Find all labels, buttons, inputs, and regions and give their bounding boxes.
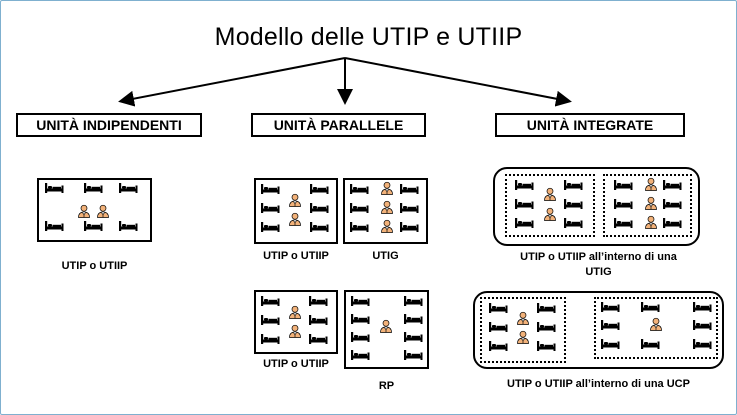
caption-parallel-bottom-left: UTIP o UTIIP: [263, 358, 329, 370]
nurse-icon: [517, 311, 529, 325]
hospital-bed-icon: [350, 203, 369, 213]
hospital-bed-icon: [515, 199, 534, 209]
hospital-bed-icon: [400, 184, 419, 194]
subunit-integrated-utig-left: [505, 174, 595, 237]
hospital-bed-icon: [614, 218, 633, 228]
hospital-bed-icon: [564, 218, 583, 228]
caption-integrated-utig: UTIP o UTIIP all’interno di una UTIG: [473, 250, 724, 280]
hospital-bed-icon: [309, 334, 328, 344]
hospital-bed-icon: [614, 199, 633, 209]
hospital-bed-icon: [119, 221, 138, 231]
nurse-icon: [381, 219, 393, 233]
hospital-bed-icon: [261, 203, 280, 213]
hospital-bed-icon: [84, 221, 103, 231]
nurse-icon: [645, 196, 657, 210]
nurse-icon: [289, 193, 301, 207]
hospital-bed-icon: [641, 339, 660, 349]
hospital-bed-icon: [45, 183, 64, 193]
hospital-bed-icon: [489, 303, 508, 313]
hospital-bed-icon: [261, 222, 280, 232]
nurse-icon: [78, 204, 90, 218]
nurse-icon: [380, 319, 392, 333]
hospital-bed-icon: [261, 296, 280, 306]
caption-integrated-utig-line1: UTIP o UTIIP all’interno di una: [520, 251, 677, 263]
heading-parallel-units: UNITÀ PARALLELE: [251, 113, 426, 137]
nurse-icon: [645, 215, 657, 229]
subunit-integrated-utig-right: [603, 174, 692, 237]
nurse-icon: [289, 305, 301, 319]
hospital-bed-icon: [309, 296, 328, 306]
hospital-bed-icon: [693, 320, 712, 330]
hospital-bed-icon: [404, 350, 423, 360]
hospital-bed-icon: [489, 341, 508, 351]
hospital-bed-icon: [351, 350, 370, 360]
hospital-bed-icon: [663, 199, 682, 209]
hospital-bed-icon: [400, 222, 419, 232]
hospital-bed-icon: [614, 180, 633, 190]
hospital-bed-icon: [564, 199, 583, 209]
hospital-bed-icon: [261, 184, 280, 194]
ward-integrated-ucp: [473, 291, 724, 369]
hospital-bed-icon: [351, 314, 370, 324]
hospital-bed-icon: [350, 222, 369, 232]
hospital-bed-icon: [489, 322, 508, 332]
caption-integrated-utig-line2: UTIG: [585, 266, 612, 278]
heading-independent-units: UNITÀ INDIPENDENTI: [16, 113, 202, 137]
hospital-bed-icon: [693, 339, 712, 349]
nurse-icon: [381, 181, 393, 195]
nurse-icon: [289, 212, 301, 226]
caption-integrated-ucp: UTIP o UTIIP all’interno di una UCP: [507, 378, 690, 390]
hospital-bed-icon: [261, 315, 280, 325]
subunit-integrated-ucp-left: [480, 297, 566, 363]
hospital-bed-icon: [400, 203, 419, 213]
hospital-bed-icon: [310, 184, 329, 194]
caption-independent-unit: UTIP o UTIIP: [61, 260, 128, 272]
heading-integrated-units: UNITÀ INTEGRATE: [495, 113, 685, 137]
subunit-integrated-ucp-right: [594, 297, 718, 359]
hospital-bed-icon: [537, 341, 556, 351]
hospital-bed-icon: [601, 339, 620, 349]
hospital-bed-icon: [663, 218, 682, 228]
nurse-icon: [544, 187, 556, 201]
hospital-bed-icon: [84, 183, 103, 193]
hospital-bed-icon: [515, 180, 534, 190]
hospital-bed-icon: [310, 203, 329, 213]
nurse-icon: [517, 330, 529, 344]
hospital-bed-icon: [261, 334, 280, 344]
hospital-bed-icon: [693, 302, 712, 312]
hospital-bed-icon: [310, 222, 329, 232]
hospital-bed-icon: [45, 221, 64, 231]
hospital-bed-icon: [537, 303, 556, 313]
hospital-bed-icon: [641, 302, 660, 312]
nurse-icon: [544, 207, 556, 221]
nurse-icon: [97, 204, 109, 218]
diagram-title: Modello delle UTIP e UTIIP: [214, 23, 523, 51]
hospital-bed-icon: [601, 302, 620, 312]
hospital-bed-icon: [564, 180, 583, 190]
hospital-bed-icon: [404, 332, 423, 342]
nurse-icon: [650, 317, 662, 331]
caption-parallel-top-left: UTIP o UTIIP: [263, 250, 329, 262]
caption-parallel-top-right: UTIG: [372, 250, 399, 262]
caption-parallel-bottom-right: RP: [378, 380, 395, 392]
nurse-icon: [289, 324, 301, 338]
hospital-bed-icon: [601, 320, 620, 330]
hospital-bed-icon: [404, 314, 423, 324]
hospital-bed-icon: [663, 180, 682, 190]
hospital-bed-icon: [309, 315, 328, 325]
hospital-bed-icon: [351, 296, 370, 306]
hospital-bed-icon: [351, 332, 370, 342]
hospital-bed-icon: [537, 322, 556, 332]
nurse-icon: [645, 177, 657, 191]
hospital-bed-icon: [119, 183, 138, 193]
hospital-bed-icon: [404, 296, 423, 306]
nurse-icon: [381, 200, 393, 214]
hospital-bed-icon: [515, 218, 534, 228]
hospital-bed-icon: [350, 184, 369, 194]
